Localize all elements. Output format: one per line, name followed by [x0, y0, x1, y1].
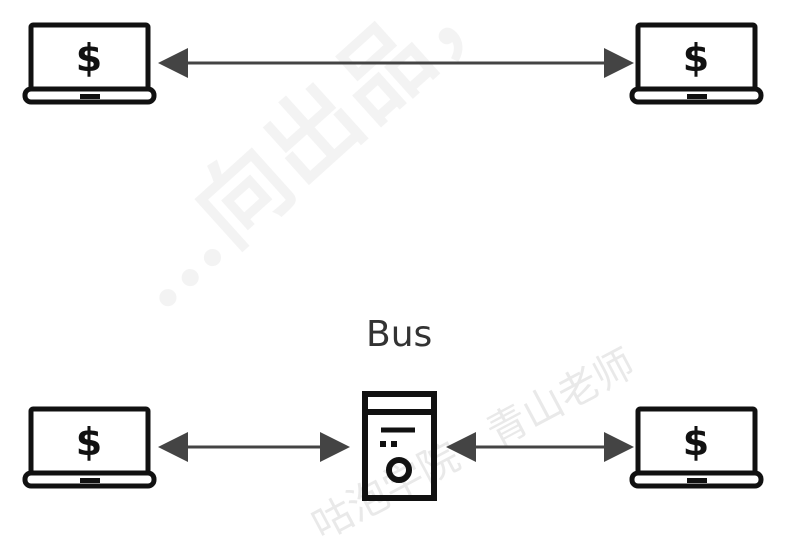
- server-icon: [362, 391, 437, 501]
- laptop-dollar-symbol: $: [76, 420, 102, 464]
- diagram-svg: $ $ $ $: [22, 22, 764, 501]
- laptop-icon: $: [22, 406, 157, 489]
- laptop-icon: $: [629, 406, 764, 489]
- diagram-canvas: …向出品，必属精品 www.gupaoedu.com 咕泡学院 · 青山老师 $…: [22, 0, 787, 549]
- laptop-dollar-symbol: $: [683, 420, 709, 464]
- laptop-dollar-symbol: $: [76, 36, 102, 80]
- laptop-icon: $: [22, 22, 157, 105]
- laptop-icon: $: [629, 22, 764, 105]
- bus-label: Bus: [366, 314, 433, 355]
- laptop-dollar-symbol: $: [683, 36, 709, 80]
